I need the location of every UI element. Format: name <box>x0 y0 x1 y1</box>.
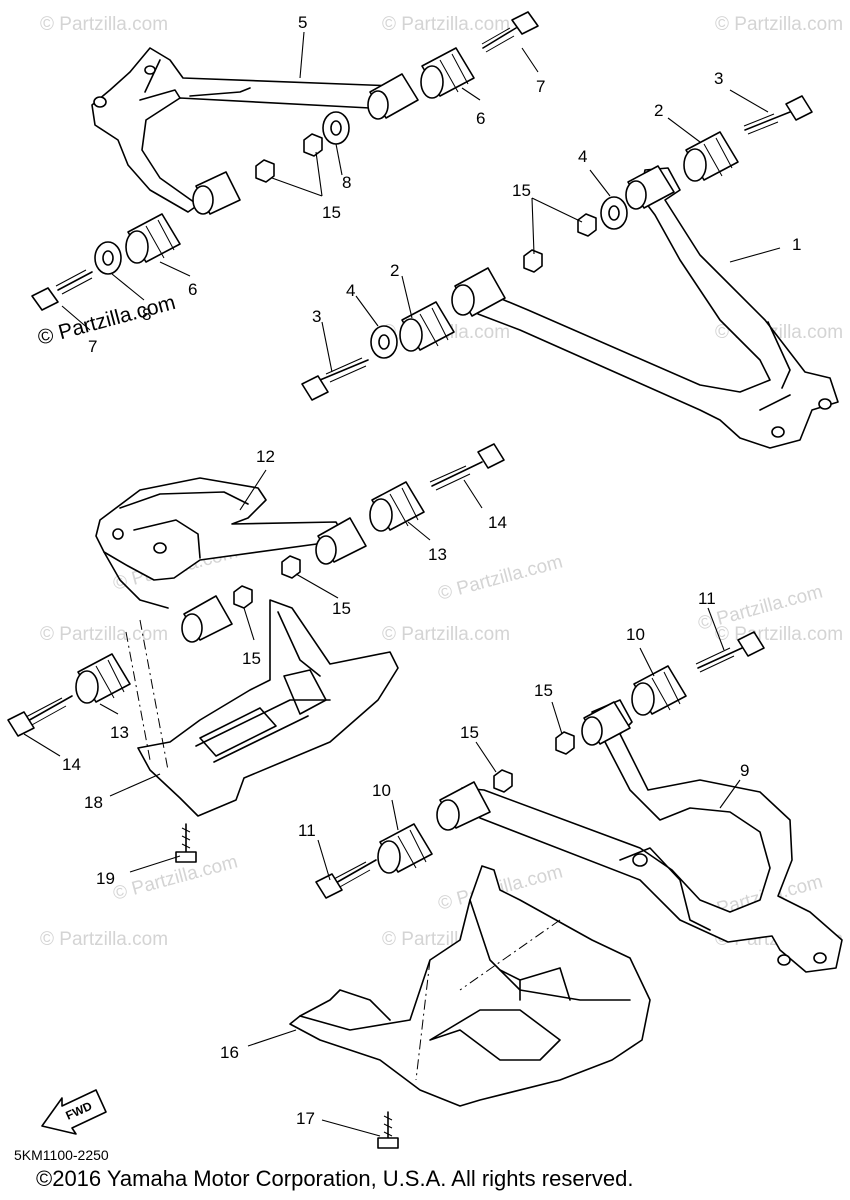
watermark: © Partzilla.com <box>715 624 843 645</box>
part-4-washer-front <box>370 325 398 359</box>
part-9-sleeve-rear <box>581 701 631 746</box>
callout-8: 8 <box>142 305 151 324</box>
part-1-sleeve-front <box>451 267 506 317</box>
part-7-bolt-front <box>31 269 93 311</box>
part-12-sleeve-rear <box>315 517 367 565</box>
callout-3: 3 <box>714 69 723 88</box>
callout-9: 9 <box>740 761 749 780</box>
part-9-a-arm <box>459 699 843 973</box>
callout-4: 4 <box>346 281 355 300</box>
part-13-bushing-front <box>75 653 131 704</box>
part-10-bushing-front <box>377 823 433 874</box>
fwd-arrow: FWD <box>41 1089 107 1135</box>
callout-15: 15 <box>322 203 341 222</box>
callout-11: 11 <box>298 821 316 840</box>
part-10-bushing-rear <box>631 665 687 716</box>
part-5-sleeve-front <box>192 171 241 215</box>
part-2-bushing-rear <box>683 131 739 182</box>
part-9-sleeve-front <box>436 781 491 831</box>
callout-10: 10 <box>372 781 391 800</box>
callout-13: 13 <box>428 545 447 564</box>
part-14-bolt-rear <box>429 443 505 491</box>
callout-17: 17 <box>296 1109 315 1128</box>
part-3-bolt-front <box>301 357 369 401</box>
part-13-bushing-rear <box>369 481 425 532</box>
callout-5: 5 <box>298 13 307 32</box>
callout-14: 14 <box>62 755 81 774</box>
alignment-lines <box>125 619 561 1081</box>
callout-1: 1 <box>792 235 801 254</box>
part-17-bolt <box>377 1111 399 1149</box>
diagram-code: 5KM1100-2250 <box>14 1147 109 1163</box>
part-18-guard <box>137 599 399 817</box>
callouts: 5 6 7 8 15 6 8 7 3 2 4 15 1 2 4 3 12 14 … <box>62 13 801 1128</box>
part-5-upper-arm <box>91 47 401 213</box>
part-11-bolt-rear <box>695 631 765 673</box>
part-16-guard <box>289 865 651 1107</box>
part-6-bushing-rear <box>420 47 475 99</box>
callout-15: 15 <box>460 723 479 742</box>
part-2-bushing-front <box>399 301 455 352</box>
leader-lines <box>23 31 781 1137</box>
callout-7: 7 <box>536 77 545 96</box>
callout-6: 6 <box>188 280 197 299</box>
callout-15: 15 <box>332 599 351 618</box>
callout-4: 4 <box>578 147 587 166</box>
callout-16: 16 <box>220 1043 239 1062</box>
watermark: © Partzilla.com <box>40 929 168 950</box>
part-19-bolt <box>175 823 197 863</box>
callout-2: 2 <box>654 101 663 120</box>
watermark: © Partzilla.com <box>436 551 565 604</box>
watermark: © Partzilla.com <box>40 624 168 645</box>
callout-6: 6 <box>476 109 485 128</box>
part-4-washer-rear <box>600 196 628 230</box>
watermark: © Partzilla.com <box>715 14 843 35</box>
watermark: © Partzilla.com <box>382 624 510 645</box>
callout-10: 10 <box>626 625 645 644</box>
part-12-sleeve-front <box>181 595 233 643</box>
part-11-bolt-front <box>315 859 377 899</box>
callout-7: 7 <box>88 337 97 356</box>
callout-15: 15 <box>242 649 261 668</box>
part-1-sleeve-rear <box>625 165 675 210</box>
callout-19: 19 <box>96 869 115 888</box>
part-8-washer-rear <box>322 111 350 145</box>
callout-2: 2 <box>390 261 399 280</box>
callout-14: 14 <box>488 513 507 532</box>
part-3-bolt-rear <box>743 95 813 135</box>
callout-15: 15 <box>534 681 553 700</box>
callout-15: 15 <box>512 181 531 200</box>
part-5-sleeve-rear <box>367 73 419 120</box>
part-14-bolt-front <box>7 695 73 737</box>
nuts-15 <box>233 133 597 793</box>
callout-12: 12 <box>256 447 275 466</box>
watermark: © Partzilla.com <box>382 14 510 35</box>
part-6-bushing-front <box>125 213 181 264</box>
part-8-washer-front <box>94 241 122 275</box>
part-7-bolt-rear <box>481 11 539 53</box>
part-1-a-arm <box>469 167 839 449</box>
watermark: © Partzilla.com <box>40 14 168 35</box>
copyright-notice: ©2016 Yamaha Motor Corporation, U.S.A. A… <box>36 1166 633 1191</box>
callout-8: 8 <box>342 173 351 192</box>
callout-13: 13 <box>110 723 129 742</box>
callout-18: 18 <box>84 793 103 812</box>
callout-3: 3 <box>312 307 321 326</box>
callout-11: 11 <box>698 589 716 608</box>
